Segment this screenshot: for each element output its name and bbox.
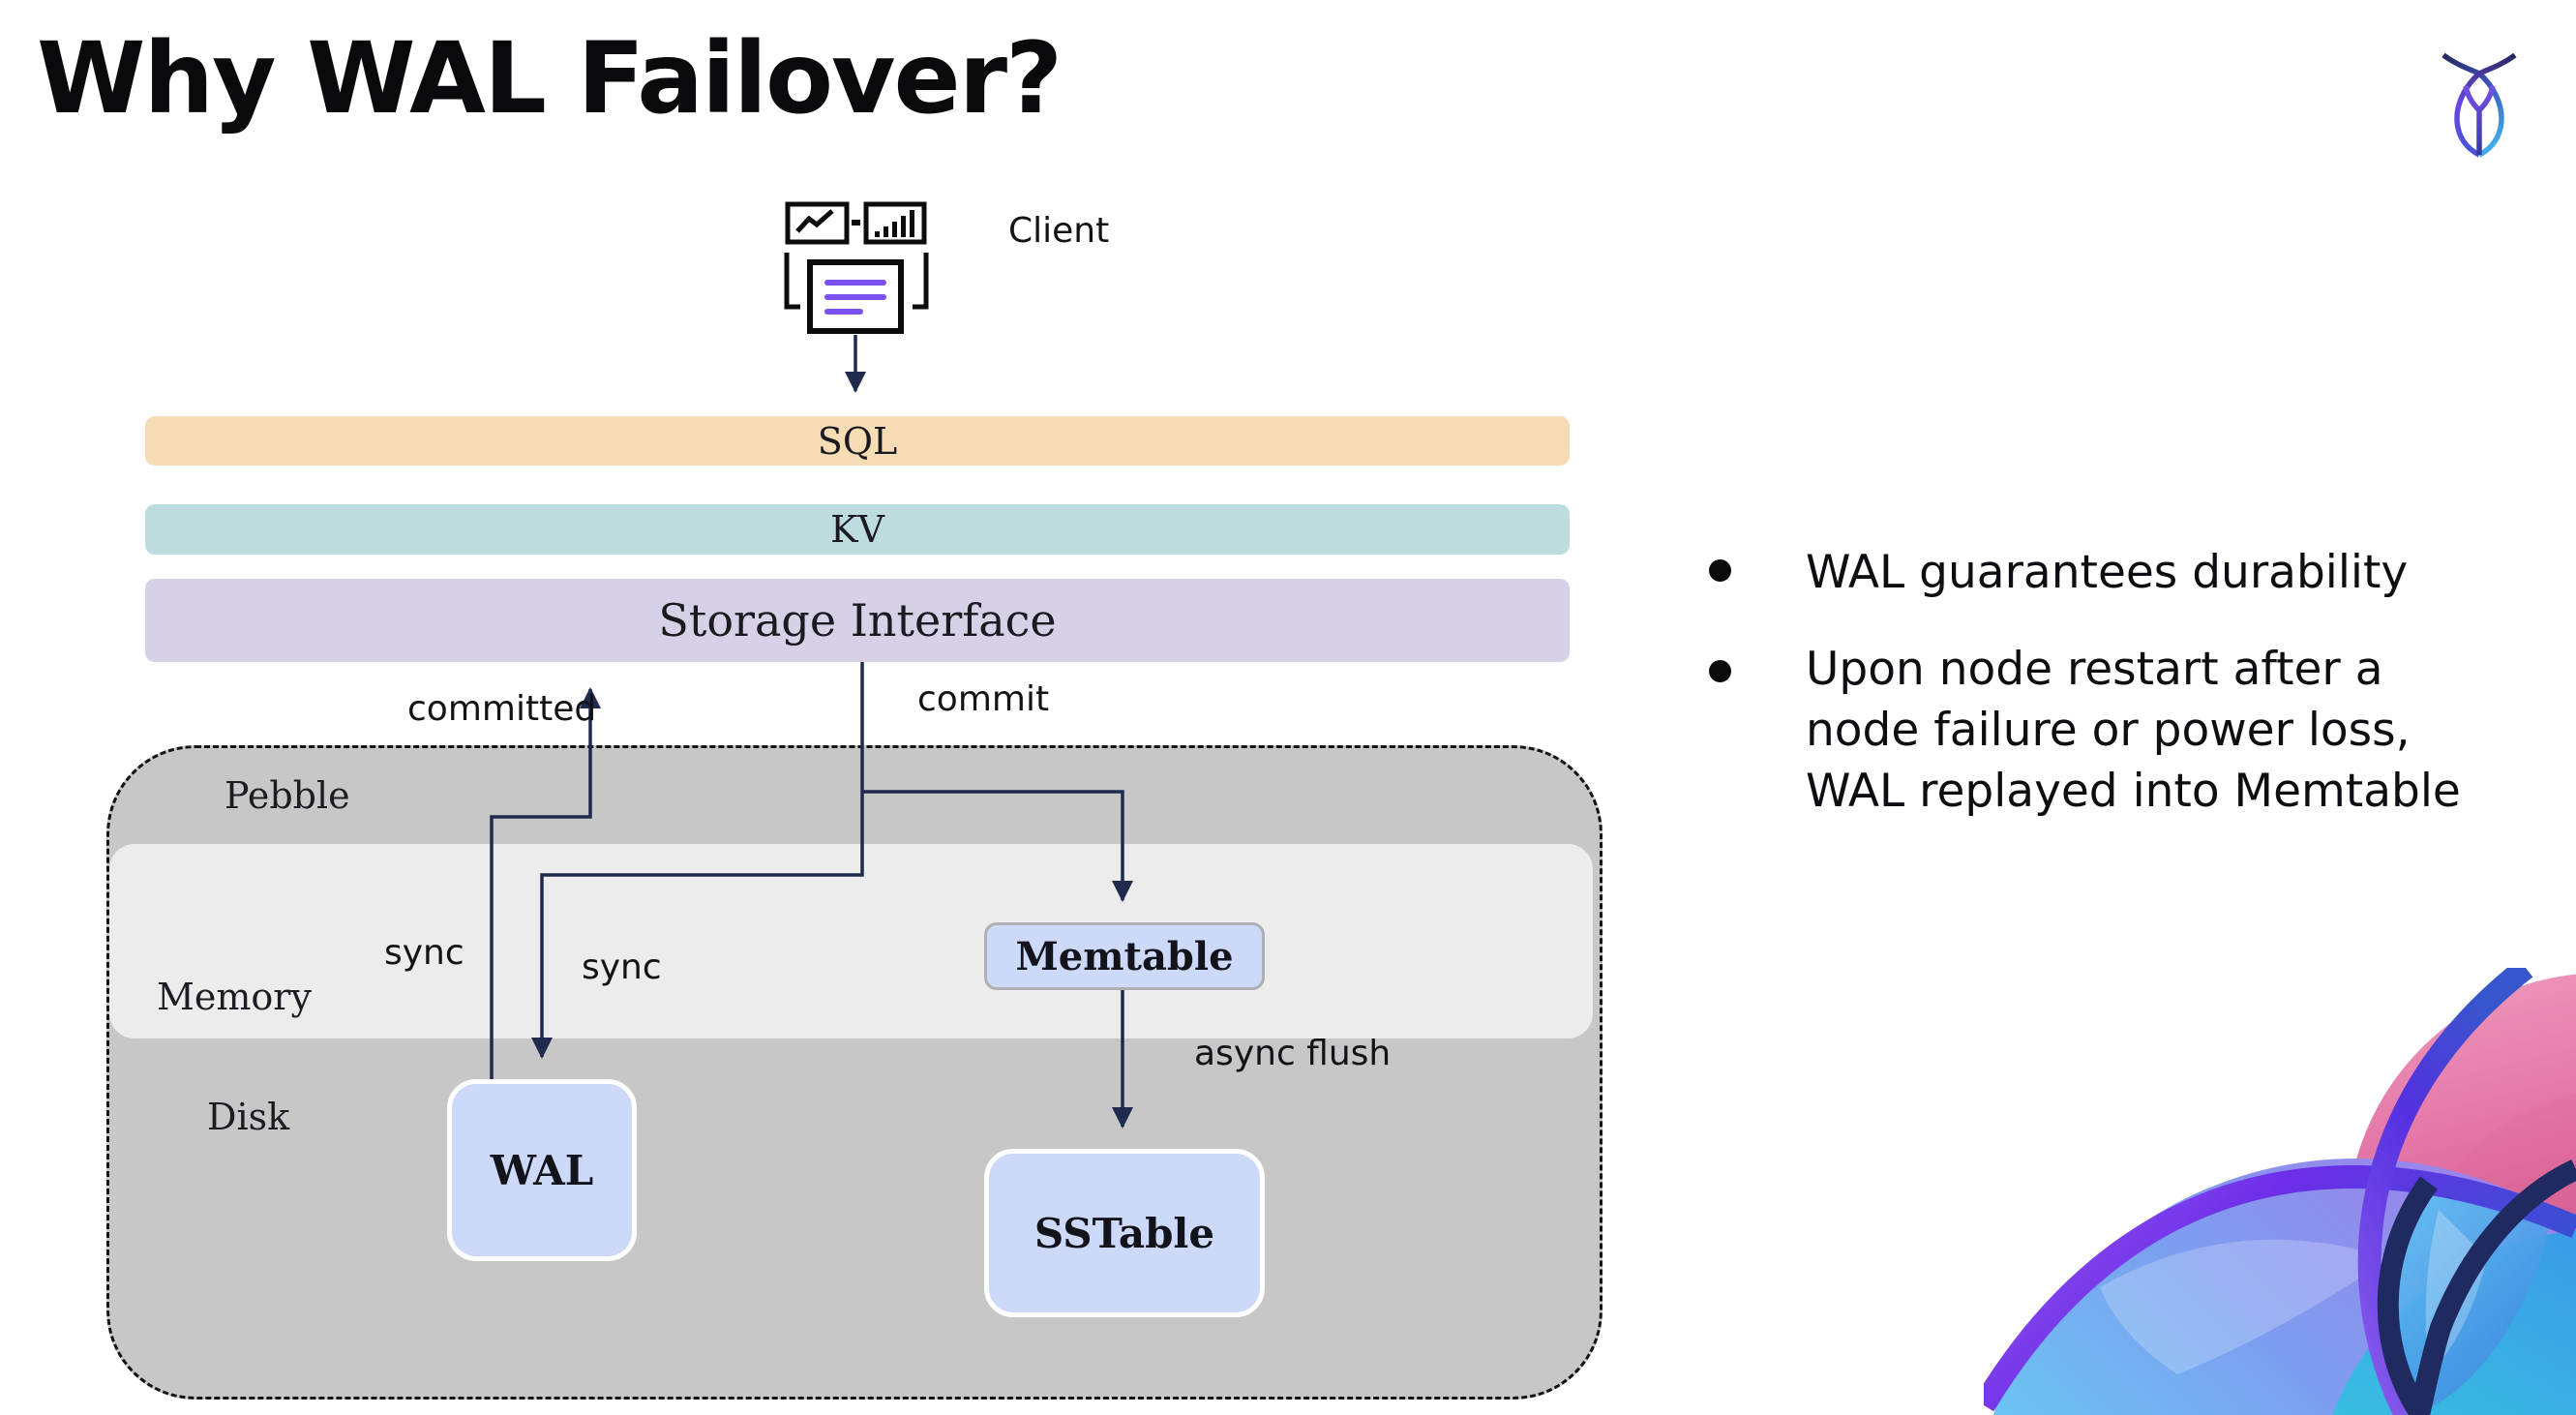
memory-band <box>109 844 1593 1039</box>
bullet-text: WAL guarantees durability <box>1806 546 2409 599</box>
edge-label-committed: committed <box>407 689 597 729</box>
sql-layer-bar: SQL <box>145 416 1570 466</box>
bullet-dot-icon <box>1709 559 1731 582</box>
bullet-text: Upon node restart after a node failure o… <box>1806 643 2461 818</box>
dash-connector <box>852 220 860 226</box>
client-screens-icon <box>784 201 929 334</box>
left-bracket-icon <box>784 253 800 310</box>
cockroachdb-logo-icon <box>2441 52 2517 158</box>
document-screen-icon <box>807 259 904 334</box>
edge-label-sync-left: sync <box>384 933 464 973</box>
page-title: Why WAL Failover? <box>37 21 1063 136</box>
line-chart-icon <box>785 201 850 245</box>
edge-label-async-flush: async flush <box>1194 1034 1392 1073</box>
bullet-item: WAL guarantees durability <box>1709 542 2408 603</box>
memtable-box-label: Memtable <box>1015 933 1234 979</box>
client-label: Client <box>1008 211 1110 251</box>
sstable-box: SSTable <box>984 1149 1265 1317</box>
disk-label: Disk <box>207 1096 290 1138</box>
memory-label: Memory <box>157 976 312 1018</box>
sql-layer-label: SQL <box>817 419 898 463</box>
storage-layer-bar: Storage Interface <box>145 579 1570 662</box>
kv-layer-label: KV <box>830 508 884 551</box>
brand-art-graphic <box>1984 968 2576 1415</box>
memtable-box: Memtable <box>984 922 1265 990</box>
edge-label-commit: commit <box>917 679 1050 719</box>
right-bracket-icon <box>913 253 929 310</box>
wal-box: WAL <box>447 1079 637 1261</box>
bullet-dot-icon <box>1709 660 1731 682</box>
edge-label-sync-right: sync <box>582 948 662 987</box>
kv-layer-bar: KV <box>145 504 1570 555</box>
wal-box-label: WAL <box>490 1146 594 1194</box>
storage-layer-label: Storage Interface <box>658 594 1057 647</box>
bullet-item: Upon node restart after a node failure o… <box>1709 639 2461 822</box>
sstable-box-label: SSTable <box>1033 1209 1215 1257</box>
pebble-label: Pebble <box>225 774 350 817</box>
bar-chart-icon <box>863 201 927 245</box>
